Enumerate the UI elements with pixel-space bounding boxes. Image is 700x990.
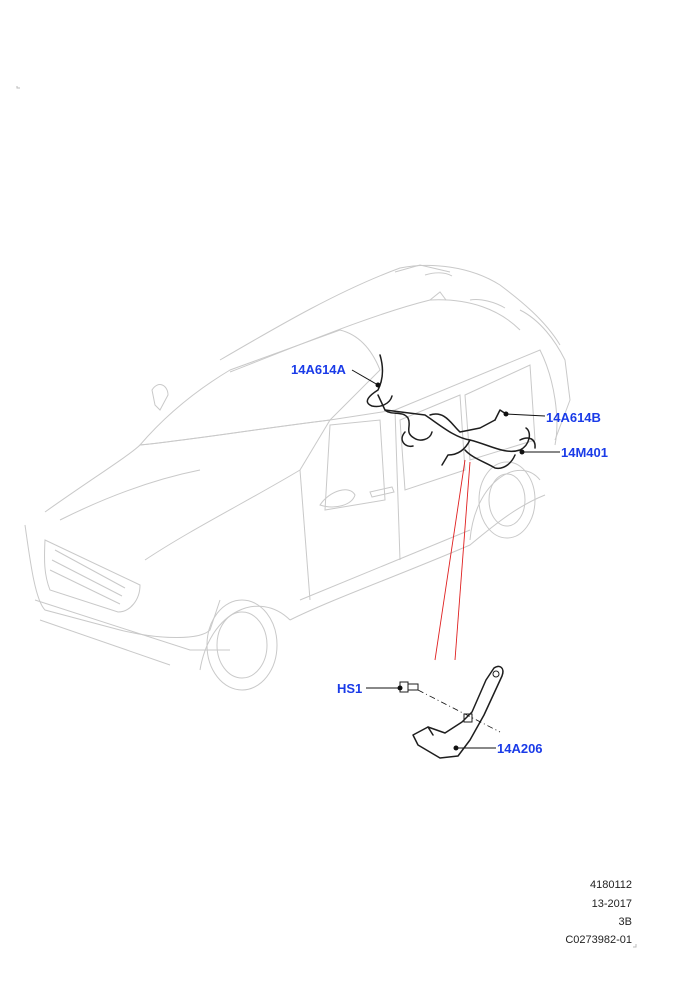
wiring-harness	[366, 354, 536, 470]
diagram-date: 13-2017	[591, 898, 632, 910]
leader-dot-14a614b	[503, 411, 509, 417]
callout-14a614b[interactable]: 14A614B	[546, 410, 601, 425]
diagram-revision: 3B	[618, 916, 632, 928]
leader-dot-14a206	[453, 745, 459, 751]
bolt-hs1	[399, 681, 419, 693]
callout-14a206[interactable]: 14A206	[497, 741, 543, 756]
leader-14a614b	[505, 413, 546, 417]
corner-mark-bottom-right	[633, 944, 637, 948]
bolt-axis-line	[417, 689, 501, 733]
callout-hs1[interactable]: HS1	[337, 681, 363, 696]
detail-leader-red-1	[434, 459, 466, 661]
vehicle-outline	[24, 264, 571, 691]
bracket-14a206	[412, 665, 504, 759]
callout-14m401[interactable]: 14M401	[561, 445, 608, 460]
diagram-number: 4180112	[589, 879, 632, 891]
leader-dot-14a614a	[375, 382, 381, 388]
diagram-reference: C0273982-01	[565, 934, 632, 946]
leader-dot-hs1	[397, 685, 403, 691]
leader-14a614a	[351, 369, 379, 386]
leader-dot-14m401	[519, 449, 525, 455]
detail-leader-red-2	[454, 461, 471, 661]
callout-14a614a[interactable]: 14A614A	[291, 362, 346, 377]
corner-mark-top-left	[16, 86, 20, 89]
